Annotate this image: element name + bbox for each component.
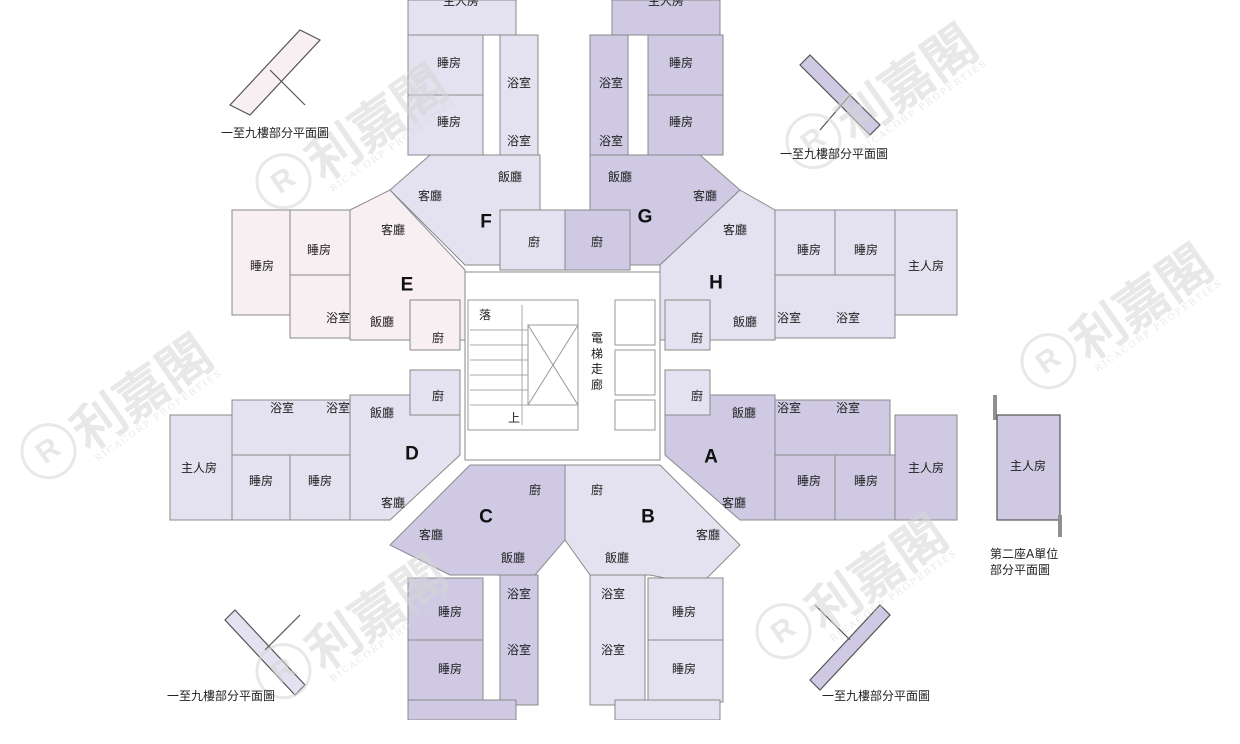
room-label: 睡房 — [796, 474, 822, 488]
unit-b — [564, 464, 741, 720]
room-label: 廚 — [590, 483, 604, 497]
stairs-up-label: 上 — [507, 411, 521, 425]
room-label: 飯廳 — [369, 315, 395, 329]
room-label: 浴室 — [325, 311, 351, 325]
unit-e — [231, 189, 466, 351]
lift-lobby-label: 電梯走廊 — [590, 330, 603, 392]
unit-g — [564, 0, 741, 271]
room-label: 飯廳 — [497, 170, 523, 184]
room-label: 客廳 — [380, 496, 406, 510]
block2-caption: 第二座A單位 部分平面圖 — [990, 546, 1058, 578]
stairs-down-label: 落 — [478, 308, 492, 322]
room-label: 廚 — [590, 235, 604, 249]
room-label: 飯廳 — [731, 406, 757, 420]
room-label: 浴室 — [598, 76, 624, 90]
partial-plan-caption: 一至九樓部分平面圖 — [822, 689, 931, 703]
block2-caption-line2: 部分平面圖 — [990, 563, 1051, 578]
elevator-shafts — [527, 299, 656, 431]
partial-plan-caption: 一至九樓部分平面圖 — [221, 126, 330, 140]
room-label: 客廳 — [418, 528, 444, 542]
room-label: 浴室 — [776, 401, 802, 415]
room-label: 睡房 — [853, 243, 879, 257]
room-label: 浴室 — [776, 311, 802, 325]
unit-h — [659, 189, 958, 351]
room-label: 飯廳 — [369, 406, 395, 420]
room-label: 主人房 — [1009, 459, 1047, 473]
room-label: 客廳 — [417, 189, 443, 203]
room-label: 主人房 — [907, 259, 945, 273]
room-label: 客廳 — [722, 223, 748, 237]
room-label: 睡房 — [668, 115, 694, 129]
room-label: 廚 — [431, 389, 445, 403]
room-label: 主人房 — [907, 461, 945, 475]
room-label: 主人房 — [647, 0, 685, 8]
unit-label-c: C — [479, 506, 493, 528]
unit-label-b: B — [641, 506, 655, 528]
room-label: 睡房 — [436, 56, 462, 70]
room-label: 浴室 — [506, 643, 532, 657]
room-label: 睡房 — [306, 243, 332, 257]
room-label: 睡房 — [671, 605, 697, 619]
room-label: 客廳 — [380, 223, 406, 237]
room-label: 浴室 — [325, 401, 351, 415]
room-label: 客廳 — [695, 528, 721, 542]
room-label: 浴室 — [835, 401, 861, 415]
room-label: 睡房 — [853, 474, 879, 488]
room-label: 主人房 — [442, 0, 480, 8]
room-label: 睡房 — [437, 605, 463, 619]
unit-label-g: G — [637, 206, 653, 228]
room-label: 浴室 — [598, 134, 624, 148]
room-label: 客廳 — [721, 496, 747, 510]
unit-c — [389, 464, 566, 720]
room-label: 廚 — [528, 483, 542, 497]
room-label: 睡房 — [796, 243, 822, 257]
room-label: 浴室 — [506, 76, 532, 90]
room-label: 浴室 — [506, 134, 532, 148]
room-label: 飯廳 — [604, 551, 630, 565]
room-label: 睡房 — [248, 474, 274, 488]
room-label: 浴室 — [835, 311, 861, 325]
room-label: 廚 — [431, 331, 445, 345]
room-label: 飯廳 — [732, 315, 758, 329]
room-label: 廚 — [690, 389, 704, 403]
unit-label-d: D — [405, 443, 419, 465]
room-label: 睡房 — [668, 56, 694, 70]
room-label: 睡房 — [437, 662, 463, 676]
room-label: 浴室 — [269, 401, 295, 415]
room-label: 睡房 — [307, 474, 333, 488]
room-label: 浴室 — [506, 587, 532, 601]
room-label: 浴室 — [600, 587, 626, 601]
room-label: 飯廳 — [500, 551, 526, 565]
unit-d — [169, 369, 461, 521]
unit-label-f: F — [480, 211, 492, 233]
unit-label-e: E — [400, 274, 414, 296]
block2-caption-line1: 第二座A單位 — [990, 547, 1059, 561]
partial-plan-diagrams — [224, 29, 1062, 696]
room-label: 廚 — [690, 331, 704, 345]
room-label: 睡房 — [436, 115, 462, 129]
room-label: 主人房 — [180, 461, 218, 475]
unit-f — [389, 0, 566, 271]
partial-plan-caption: 一至九樓部分平面圖 — [780, 147, 889, 161]
unit-a — [664, 369, 958, 521]
room-label: 飯廳 — [607, 170, 633, 184]
room-label: 睡房 — [249, 259, 275, 273]
unit-label-a: A — [704, 446, 718, 468]
floor-plan — [169, 0, 1062, 720]
unit-label-h: H — [709, 272, 723, 294]
room-label: 廚 — [527, 235, 541, 249]
room-label: 睡房 — [671, 662, 697, 676]
partial-plan-caption: 一至九樓部分平面圖 — [167, 689, 276, 703]
room-label: 浴室 — [600, 643, 626, 657]
room-label: 客廳 — [692, 189, 718, 203]
